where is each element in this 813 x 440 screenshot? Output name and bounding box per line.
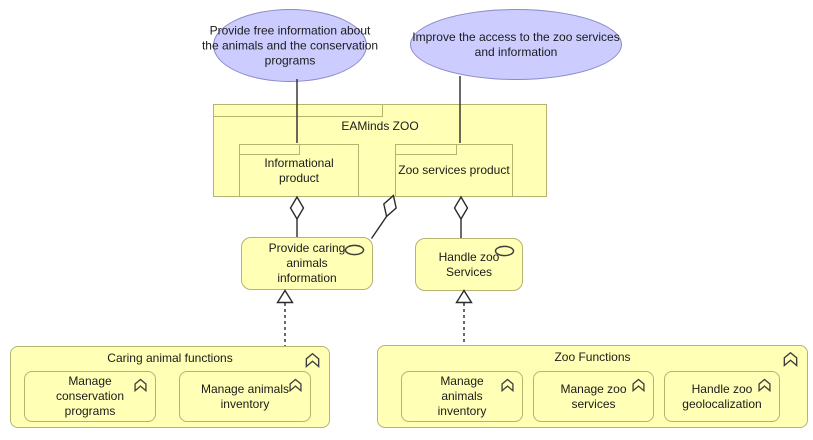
aggregation2-diamond-icon xyxy=(383,194,397,218)
goal-label: Improve the access to the zoo services a… xyxy=(409,30,624,60)
goal-label-line: Improve the access to the zoo services xyxy=(412,29,620,44)
product-tab-icon xyxy=(214,105,383,117)
realization2-triangle-icon xyxy=(455,289,473,304)
service-label-line: Handle zoo xyxy=(438,249,500,264)
function-icon xyxy=(501,378,514,392)
aggregation1-diamond-icon xyxy=(289,195,305,221)
function-handle-zoo-geolocalization[interactable]: Handle zoo geolocalization xyxy=(664,371,780,422)
goal-provide-free-information[interactable]: Provide free information about the anima… xyxy=(202,9,378,82)
product-eaminds-zoo[interactable]: EAMinds ZOO Informational product Zoo se… xyxy=(213,104,547,197)
product-zoo-services[interactable]: Zoo services product xyxy=(395,144,513,197)
service-label-line: animals xyxy=(286,256,328,270)
function-group-zoo-functions[interactable]: Zoo Functions Manage animals inventory M… xyxy=(377,345,808,428)
function-manage-animals-inventory-2[interactable]: Manage animals inventory xyxy=(401,371,523,422)
aggregation3-diamond-icon xyxy=(453,195,469,221)
function-label-line: conservation xyxy=(55,389,125,403)
goal-improve-access[interactable]: Improve the access to the zoo services a… xyxy=(410,9,622,80)
function-label-line: Handle zoo xyxy=(691,381,753,396)
product-label-line: Informational xyxy=(264,155,334,170)
goal-label-line: the animals and the conservation xyxy=(201,38,379,52)
function-label: Handle zoo geolocalization xyxy=(665,372,779,421)
service-label-line: Services xyxy=(445,264,492,279)
function-label-line: Manage xyxy=(68,374,112,388)
function-label: Manage conservation programs xyxy=(25,372,155,421)
function-icon xyxy=(289,378,302,392)
function-icon xyxy=(758,378,771,392)
function-label-line: inventory xyxy=(437,404,487,418)
goal-label-line: and information xyxy=(474,44,558,59)
service-label-line: information xyxy=(277,271,337,285)
service-oval-icon xyxy=(494,245,515,257)
realization1-triangle-icon xyxy=(276,289,294,304)
function-manage-conservation-programs[interactable]: Manage conservation programs xyxy=(24,371,156,422)
product-label-line: Zoo services product xyxy=(398,163,510,177)
aggregation2-line xyxy=(370,216,388,239)
function-label-line: services xyxy=(571,396,616,411)
function-label-line: animals xyxy=(441,389,483,403)
function-label-line: geolocalization xyxy=(682,396,762,411)
function-label-line: inventory xyxy=(220,396,270,411)
service-label: Provide caring animals information xyxy=(242,238,372,289)
function-manage-animals-inventory[interactable]: Manage animals inventory xyxy=(179,371,311,422)
function-icon xyxy=(134,378,147,392)
goal-label-line: programs xyxy=(264,53,316,67)
goal-label: Provide free information about the anima… xyxy=(198,23,383,68)
function-icon xyxy=(305,352,320,368)
product-group-title: EAMinds ZOO xyxy=(341,119,419,133)
function-icon xyxy=(632,378,645,392)
product-label-line: product xyxy=(278,170,320,185)
product-tab-icon xyxy=(240,145,300,155)
function-label-line: Manage animals xyxy=(200,381,290,396)
service-handle-zoo-services[interactable]: Handle zoo Services xyxy=(415,238,523,291)
function-label: Manage zoo services xyxy=(534,372,653,421)
function-label-line: Manage zoo xyxy=(560,381,627,396)
goal-label-line: Provide free information about xyxy=(209,23,371,37)
service-label-line: Provide caring xyxy=(268,241,346,255)
function-label-line: programs xyxy=(64,404,116,418)
product-informational[interactable]: Informational product xyxy=(239,144,359,197)
product-tab-icon xyxy=(396,145,457,155)
function-label: Manage animals inventory xyxy=(402,372,522,421)
product-label: Informational product xyxy=(240,145,358,196)
service-label: Handle zoo Services xyxy=(416,239,522,290)
function-group-caring-animal-functions[interactable]: Caring animal functions Manage conservat… xyxy=(10,346,330,428)
function-label-line: Manage xyxy=(440,374,484,388)
service-provide-caring-animals-information[interactable]: Provide caring animals information xyxy=(241,237,373,290)
function-label: Manage animals inventory xyxy=(180,372,310,421)
function-group-title: Zoo Functions xyxy=(554,350,631,364)
product-label: Zoo services product xyxy=(396,145,512,196)
function-icon xyxy=(783,351,798,367)
function-manage-zoo-services[interactable]: Manage zoo services xyxy=(533,371,654,422)
function-group-title: Caring animal functions xyxy=(107,351,233,365)
service-oval-icon xyxy=(344,244,365,256)
